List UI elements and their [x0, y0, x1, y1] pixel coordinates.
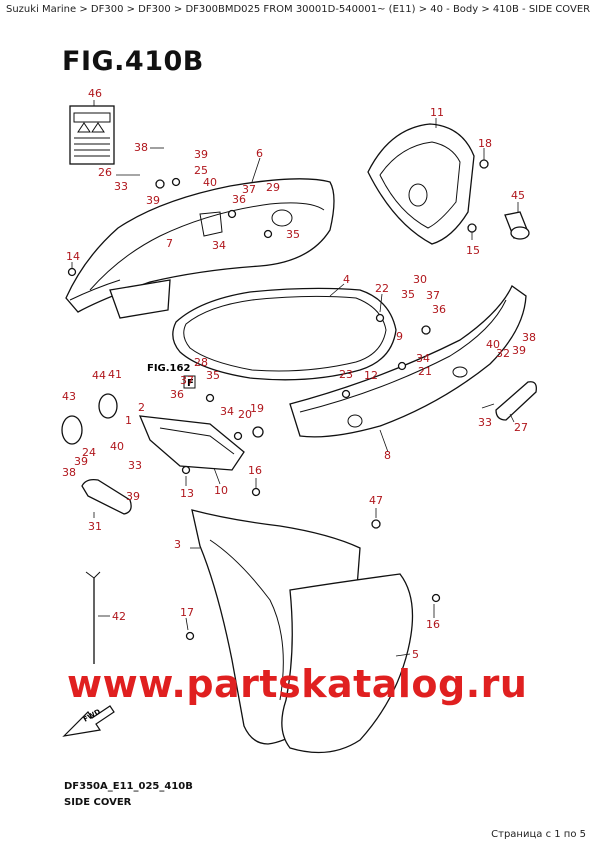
callout-47: 47	[369, 494, 383, 507]
callout-35b: 35	[401, 288, 415, 301]
figure-title: FIG.410B	[62, 46, 204, 77]
callout-38c: 38	[62, 466, 76, 479]
label-sheet-drawing	[69, 105, 115, 165]
callout-39e: 39	[126, 490, 140, 503]
callout-38: 38	[134, 141, 148, 154]
callout-36: 36	[232, 193, 246, 206]
callout-29: 29	[266, 181, 280, 194]
callout-33b: 33	[128, 459, 142, 472]
callout-39c: 39	[512, 344, 526, 357]
top-cover-drawing	[367, 123, 475, 245]
callout-4: 4	[343, 273, 350, 286]
callout-42: 42	[112, 610, 126, 623]
callout-43: 43	[62, 390, 76, 403]
callout-17: 17	[180, 606, 194, 619]
callout-32: 32	[496, 347, 510, 360]
callout-35: 35	[286, 228, 300, 241]
drawing-code: DF350A_E11_025_410B	[64, 781, 193, 792]
callout-30: 30	[413, 273, 427, 286]
upper-side-cover-drawing	[65, 178, 335, 313]
callout-18: 18	[478, 137, 492, 150]
callout-8: 8	[384, 449, 391, 462]
lower-cover-drawing	[191, 509, 414, 754]
callout-25: 25	[194, 164, 208, 177]
callout-37c: 37	[180, 374, 194, 387]
callout-24: 24	[82, 446, 96, 459]
callout-39d: 39	[74, 455, 88, 468]
callout-27: 27	[514, 421, 528, 434]
callout-34: 34	[212, 239, 226, 252]
callout-labels: 46 11 18 38 39 25 6 26 33 40 37 29 39 36…	[62, 87, 536, 661]
figure-subtitle: SIDE COVER	[64, 797, 132, 808]
callout-6: 6	[256, 147, 263, 160]
reference-box: FIG.162 F	[147, 363, 196, 389]
callout-14: 14	[66, 250, 80, 263]
callout-40: 40	[203, 176, 217, 189]
callout-36c: 36	[170, 388, 184, 401]
callout-44: 44	[92, 369, 106, 382]
callout-9: 9	[396, 330, 403, 343]
callout-10: 10	[214, 484, 228, 497]
callout-20: 20	[238, 408, 252, 421]
callout-33: 33	[114, 180, 128, 193]
callout-34b: 34	[416, 352, 430, 365]
callout-19: 19	[250, 402, 264, 415]
leader-lines	[71, 100, 519, 657]
callout-2: 2	[138, 401, 145, 414]
breadcrumb[interactable]: Suzuki Marine > DF300 > DF300 > DF300BMD…	[6, 4, 591, 15]
callout-33c: 33	[478, 416, 492, 429]
callout-22: 22	[375, 282, 389, 295]
callout-40b: 40	[486, 338, 500, 351]
fasteners	[67, 159, 489, 641]
callout-38b: 38	[522, 331, 536, 344]
callout-34c: 34	[220, 405, 234, 418]
callout-39: 39	[194, 148, 208, 161]
callout-35c: 35	[206, 369, 220, 382]
callout-26: 26	[98, 166, 112, 179]
ref-fig-label: FIG.162	[147, 363, 190, 374]
long-pin-drawing	[85, 571, 101, 664]
handle-27-drawing	[495, 381, 537, 421]
callout-45: 45	[511, 189, 525, 202]
callout-13: 13	[180, 487, 194, 500]
callout-11: 11	[430, 106, 444, 119]
seal-ring-drawing	[61, 393, 118, 445]
callout-3: 3	[174, 538, 181, 551]
ref-fig-code: F	[187, 378, 194, 389]
callout-46: 46	[88, 87, 102, 100]
callout-1: 1	[125, 414, 132, 427]
callout-41: 41	[108, 368, 122, 381]
callout-37: 37	[242, 183, 256, 196]
callout-21: 21	[418, 365, 432, 378]
callout-23: 23	[339, 368, 353, 381]
seal-drawing	[172, 287, 397, 381]
callout-7: 7	[166, 237, 173, 250]
callout-16b: 16	[426, 618, 440, 631]
callout-12: 12	[364, 369, 378, 382]
callout-40c: 40	[110, 440, 124, 453]
grommet-drawing	[504, 211, 530, 240]
callout-15: 15	[466, 244, 480, 257]
side-cover-drawing	[289, 285, 527, 438]
callout-5: 5	[412, 648, 419, 661]
handle-31-drawing	[81, 478, 132, 515]
page-indicator: Страница с 1 по 5	[491, 829, 586, 840]
callout-36b: 36	[432, 303, 446, 316]
bracket-drawing	[109, 279, 171, 319]
mount-bracket-drawing	[138, 415, 245, 471]
callout-39b: 39	[146, 194, 160, 207]
callout-28: 28	[194, 356, 208, 369]
callout-31: 31	[88, 520, 102, 533]
watermark: www.partskatalog.ru	[67, 662, 528, 706]
callout-37b: 37	[426, 289, 440, 302]
callout-16: 16	[248, 464, 262, 477]
fwd-arrow: FWD	[62, 705, 115, 737]
